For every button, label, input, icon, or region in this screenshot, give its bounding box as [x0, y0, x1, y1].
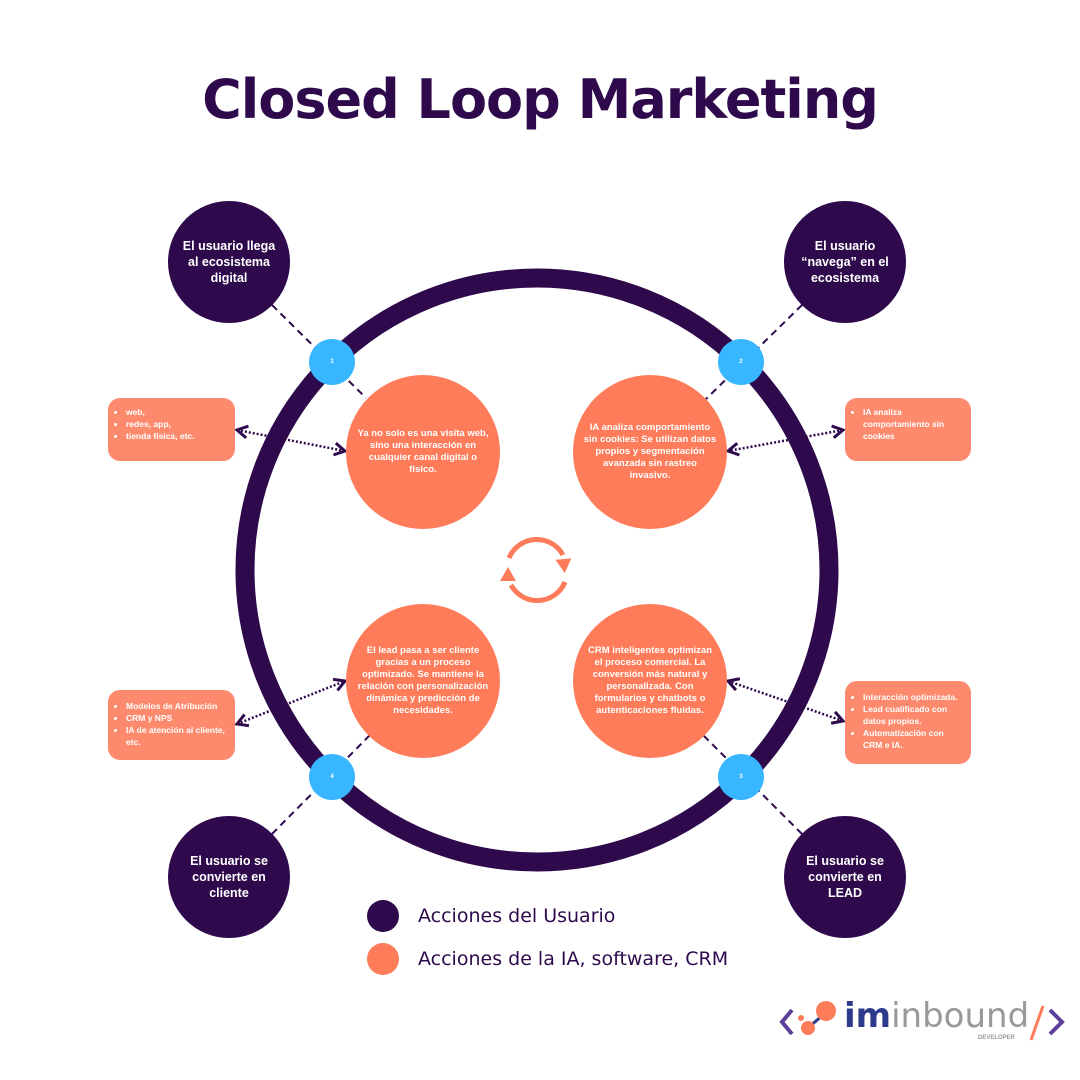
step-marker-1: 1	[309, 339, 355, 385]
detail-item: tienda física, etc.	[126, 430, 229, 442]
dashed-connectors	[271, 304, 803, 835]
detail-item: Interacción optimizada.	[863, 691, 965, 703]
page-title: Closed Loop Marketing	[202, 68, 879, 131]
step-marker-3: 3	[718, 754, 764, 800]
iminbound-logo: iminbound DEVELOPER	[778, 996, 1068, 1048]
refresh-cycle-icon	[500, 536, 572, 604]
legend-user-swatch	[367, 900, 399, 932]
logo-mark-icon	[779, 1001, 1065, 1041]
legend-user-label: Acciones del Usuario	[418, 905, 616, 927]
user-action-1: El usuario llega al ecosistema digital	[168, 201, 290, 323]
user-action-3: El usuario se convierte en LEAD	[784, 816, 906, 938]
user-action-2: El usuario “navega” en el ecosistema	[784, 201, 906, 323]
details-box-2: IA analiza comportamiento sin cookies	[845, 398, 971, 461]
ai-action-3: CRM inteligentes optimizan el proceso co…	[573, 604, 727, 758]
logo-sub: DEVELOPER	[978, 1035, 1016, 1041]
dotted-arrows	[234, 424, 846, 728]
loop-ring	[235, 268, 839, 872]
detail-item: Automatización con CRM e IA.	[863, 727, 965, 751]
logo-brand-light: inbound	[891, 996, 1030, 1036]
detail-item: IA analiza comportamiento sin cookies	[863, 406, 965, 442]
detail-item: Modelos de Atribución	[126, 700, 229, 712]
detail-item: web,	[126, 406, 229, 418]
ai-action-1: Ya no solo es una visita web, sino una i…	[346, 375, 500, 529]
details-box-3: Interacción optimizada. Lead cualificado…	[845, 681, 971, 764]
details-box-4: Modelos de Atribución CRM y NPS IA de at…	[108, 690, 235, 760]
step-marker-2: 2	[718, 339, 764, 385]
logo-brand-bold: im	[844, 996, 892, 1036]
legend-ai-label: Acciones de la IA, software, CRM	[418, 948, 729, 970]
detail-item: Lead cualificado con datos propios.	[863, 703, 965, 727]
details-box-1: web, redes, app, tienda física, etc.	[108, 398, 235, 461]
detail-item: redes, app,	[126, 418, 229, 430]
detail-item: CRM y NPS	[126, 712, 229, 724]
step-marker-4: 4	[309, 754, 355, 800]
ai-action-2: IA analiza comportamiento sin cookies: S…	[573, 375, 727, 529]
legend-ai-swatch	[367, 943, 399, 975]
user-action-4: El usuario se convierte en cliente	[168, 816, 290, 938]
ai-action-4: El lead pasa a ser cliente gracias a un …	[346, 604, 500, 758]
detail-item: IA de atención al cliente, etc.	[126, 724, 229, 748]
